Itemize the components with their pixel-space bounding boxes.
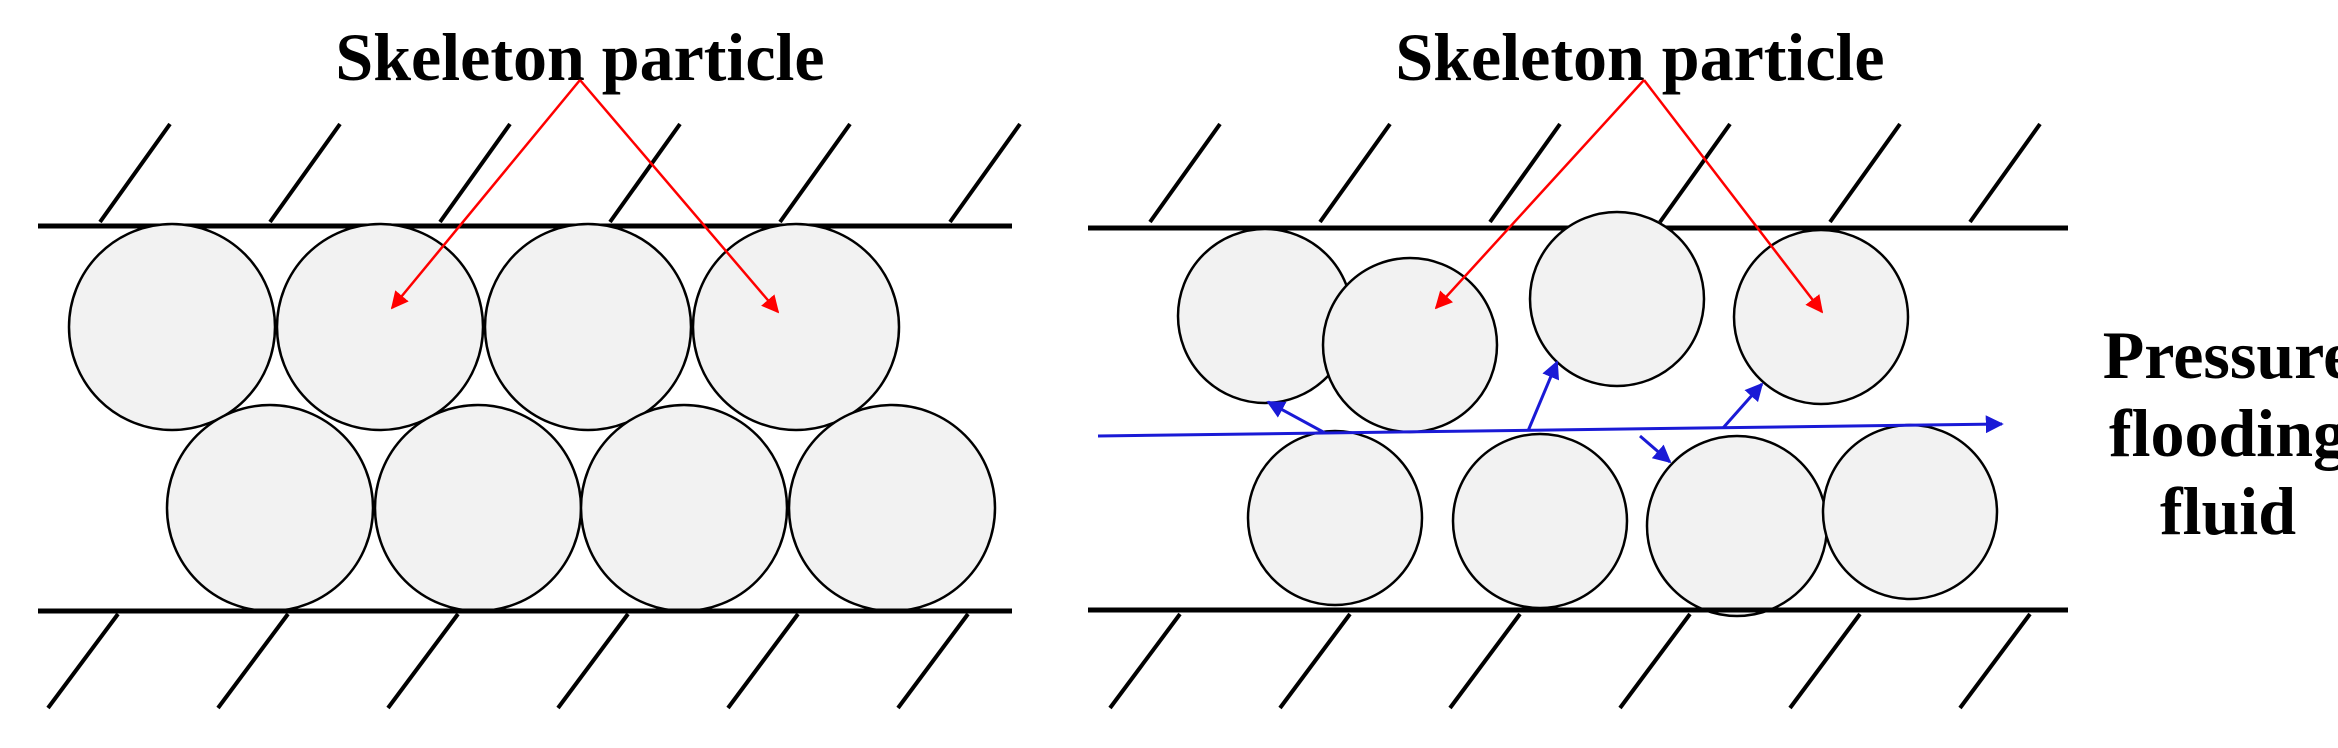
red-arrow xyxy=(1434,79,1645,310)
particle xyxy=(165,403,375,613)
particle xyxy=(1451,432,1629,610)
fluid-label: Pressure flooding fluid xyxy=(2103,317,2338,549)
right-bottom-hatching xyxy=(1108,612,2032,710)
particle xyxy=(1246,429,1424,607)
right-panel: Skeleton particle Pressure flooding flui… xyxy=(1088,19,2338,710)
branch-arrow xyxy=(1266,400,1326,435)
fluid-label-line-3: fluid xyxy=(2160,473,2296,549)
branch-arrow xyxy=(1526,360,1560,432)
fluid-flow-arrows xyxy=(1097,360,2004,464)
branch-arrow xyxy=(1721,382,1764,429)
crop-mask xyxy=(1999,420,2069,606)
particle xyxy=(1821,423,1999,601)
red-arrow xyxy=(1643,79,1824,314)
particle xyxy=(275,222,485,432)
particle xyxy=(483,222,693,432)
particle xyxy=(1528,210,1706,388)
right-pointer-arrows xyxy=(1434,79,1824,314)
particle xyxy=(1176,227,1354,405)
left-pointer-arrows xyxy=(390,79,780,314)
particle xyxy=(1321,256,1499,434)
fluid-label-line-1: Pressure xyxy=(2103,317,2338,393)
particle xyxy=(67,222,277,432)
left-panel: Skeleton particle xyxy=(38,19,1022,710)
right-top-hatching xyxy=(1148,122,2042,224)
particle xyxy=(1732,228,1910,406)
particle xyxy=(1645,434,1829,618)
fluid-label-line-2: flooding xyxy=(2109,395,2338,471)
left-particle-label: Skeleton particle xyxy=(335,19,824,95)
left-particles xyxy=(67,222,997,613)
red-arrow xyxy=(579,79,780,314)
left-top-hatching xyxy=(98,122,1022,224)
particle xyxy=(691,222,901,432)
particle xyxy=(579,403,789,613)
right-particles xyxy=(1176,210,1999,618)
left-bottom-hatching xyxy=(46,612,970,710)
particle xyxy=(373,403,583,613)
particle xyxy=(787,403,997,613)
branch-arrow xyxy=(1639,434,1672,464)
red-arrow xyxy=(390,79,581,310)
right-particle-label: Skeleton particle xyxy=(1395,19,1884,95)
main-flow-arrow xyxy=(1097,415,2004,438)
